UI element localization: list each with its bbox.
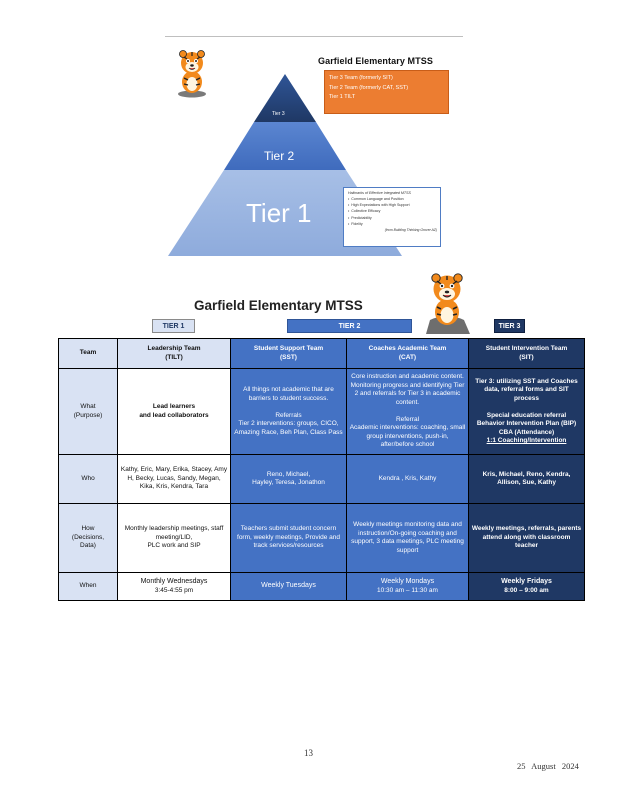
row-label-who: Who [58,454,118,504]
table-row: When Monthly Wednesdays 3:45-4:55 pm Wee… [58,572,585,601]
tier-team-legend: Tier 3 Team (formerly SIT) Tier 2 Team (… [324,70,449,114]
what-cat: Core instruction and academic content. M… [346,368,469,455]
when-sit: Weekly Fridays 8:00 – 9:00 am [468,572,585,601]
when-sst-day: Weekly Tuesdays [261,582,316,590]
page-date: 25 August 2024 [517,761,579,771]
pyramid-tier1-label: Tier 1 [246,198,312,228]
top-rule [165,36,463,37]
when-sit-day: Weekly Fridays [501,578,552,585]
list-item: Common Language and Position [348,196,437,202]
list-item: Fidelity [348,221,437,227]
team-header-sst: Student Support Team (SST) [230,338,347,369]
who-cat: Kendra , Kris, Kathy [346,454,469,504]
tier-legend-line: Tier 2 Team (formerly CAT, SST) [329,84,409,91]
when-cat-day: Weekly Mondays [380,578,435,585]
page-number: 13 [304,748,313,758]
when-sit-time: 8:00 – 9:00 am [504,586,549,594]
table-row: Team Leadership Team (TILT) Student Supp… [58,338,585,369]
list-item: High Expectations with High Support [348,202,437,208]
who-sst: Reno, Michael, Hayley, Teresa, Jonathon [230,454,347,504]
tier3-header: TIER 3 [494,319,525,333]
how-cat: Weekly meetings monitoring data and inst… [346,503,469,573]
when-cat-time: 10:30 am – 11:30 am [377,586,438,594]
tier-legend-line: Tier 1 TILT [329,94,356,100]
row-label-team: Team [58,338,118,369]
who-sit: Kris, Michael, Reno, Kendra, Allison, Su… [468,454,585,504]
table-section-title: Garfield Elementary MTSS [194,298,363,313]
list-item: Predictability [348,215,437,221]
table-row: How (Decisions, Data) Monthly leadership… [58,503,585,573]
what-sst: All things not academic that are barrier… [230,368,347,455]
top-graphic-title: Garfield Elementary MTSS [318,56,433,66]
how-tilt: Monthly leadership meetings, staff meeti… [117,503,231,573]
tiger-mascot-icon [170,48,214,98]
when-tilt: Monthly Wednesdays 3:45-4:55 pm [117,572,231,601]
when-tilt-day: Monthly Wednesdays [140,578,208,585]
tier-legend-line: Tier 3 Team (formerly SIT) [329,75,393,81]
pyramid-tier3-label: Tier 3 [272,111,285,117]
table-row: Who Kathy, Eric, Mary, Erika, Stacey, Am… [58,454,585,504]
pyramid-tier2-label: Tier 2 [264,149,295,163]
hallmarks-list: Common Language and Position High Expect… [348,196,437,227]
pyramid-tier2-shape [224,122,346,170]
when-sst: Weekly Tuesdays [230,572,347,601]
what-tilt: Lead learners and lead collaborators [117,368,231,455]
who-tilt: Kathy, Eric, Mary, Erika, Stacey, Amy H,… [117,454,231,504]
tier1-header: TIER 1 [152,319,195,333]
hallmarks-note: Hallmarks of Effective Integrated MTSS C… [343,187,441,247]
team-header-cat: Coaches Academic Team (CAT) [346,338,469,369]
team-header-tilt: Leadership Team (TILT) [117,338,231,369]
how-sst: Teachers submit student concern form, we… [230,503,347,573]
hallmarks-source: (from Building Thinking Grover AZ) [384,228,437,233]
what-sit: Tier 3: utilizing SST and Coaches data, … [468,368,585,455]
pyramid-tier3-shape [254,74,316,122]
how-sit: Weekly meetings, referrals, parents atte… [468,503,585,573]
table-row: What (Purpose) Lead learners and lead co… [58,368,585,455]
list-item: Collective Efficacy [348,208,437,214]
when-tilt-time: 3:45-4:55 pm [154,586,194,594]
mtss-team-table: Team Leadership Team (TILT) Student Supp… [58,338,585,601]
tiger-mascot-icon [420,270,474,334]
team-header-sit: Student Intervention Team (SIT) [468,338,585,369]
what-sit-coaching: 1:1 Coaching/Intervention [486,437,567,444]
tier2-header: TIER 2 [287,319,412,333]
what-sit-text: Tier 3: utilizing SST and Coaches data, … [475,377,578,436]
row-label-how: How (Decisions, Data) [58,503,118,573]
when-cat: Weekly Mondays 10:30 am – 11:30 am [346,572,469,601]
hallmarks-title: Hallmarks of Effective Integrated MTSS [348,191,411,195]
row-label-what: What (Purpose) [58,368,118,455]
row-label-when: When [58,572,118,601]
